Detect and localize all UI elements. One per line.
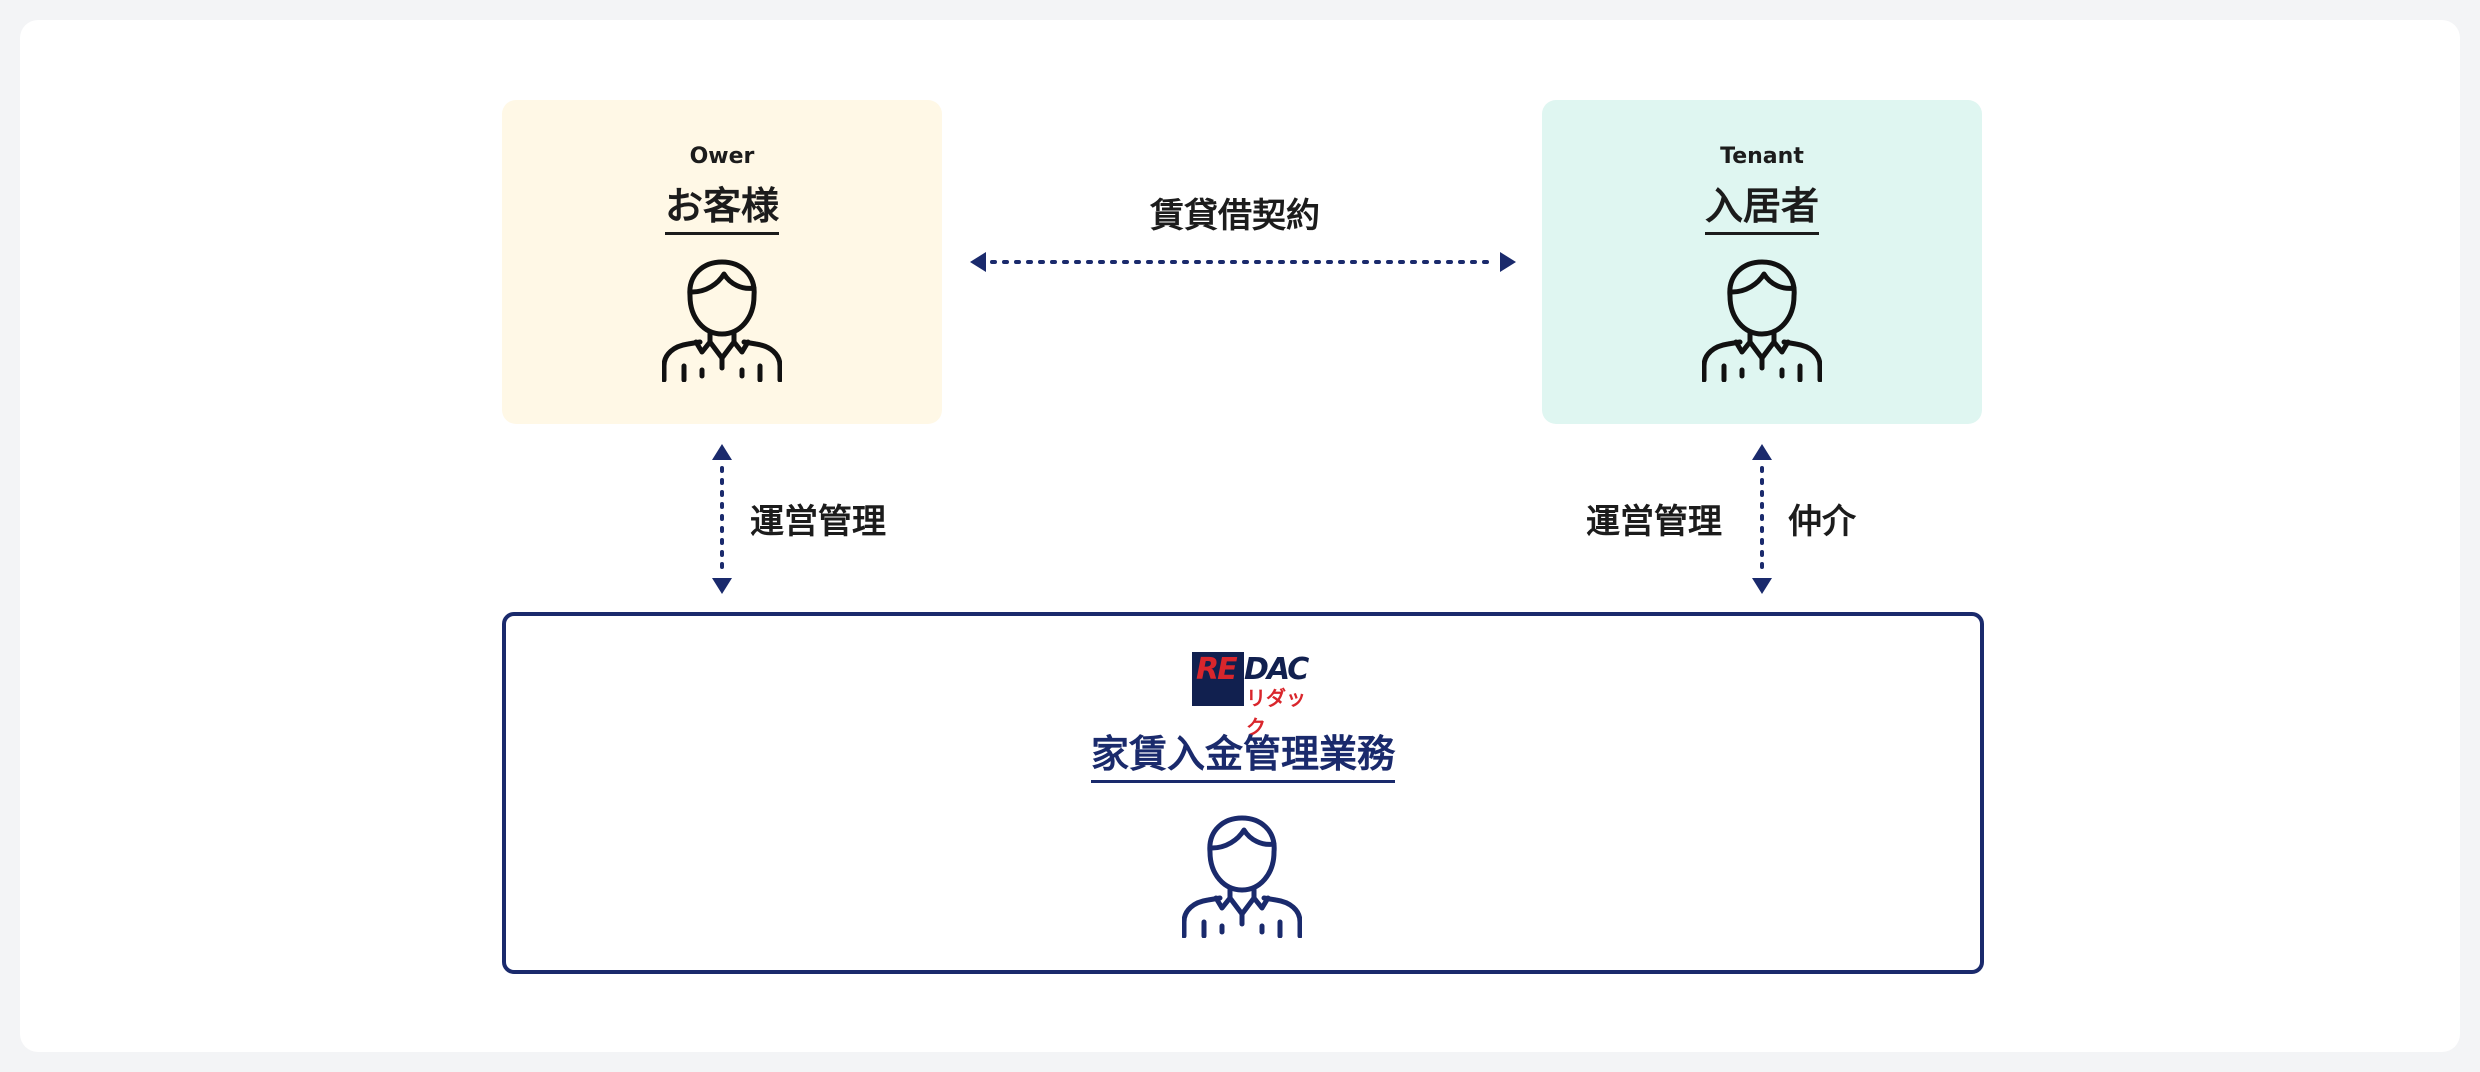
arrow-vertical-bidirectional (712, 444, 732, 594)
owner-management-label: 運営管理 (750, 502, 886, 542)
person-icon (662, 259, 782, 382)
brokerage-label: 仲介 (1788, 502, 1856, 542)
redac-logo: RE DAC リダック (1192, 652, 1316, 739)
arrow-vertical-bidirectional (1752, 444, 1772, 594)
service-title: 家賃入金管理業務 (1090, 732, 1395, 783)
lease-contract-label: 賃貸借契約 (1150, 196, 1320, 236)
logo-kana: リダック (1246, 686, 1306, 739)
tenant-box: Tenant 入居者 (1542, 100, 1982, 424)
tenant-management-label: 運営管理 (1586, 502, 1722, 542)
owner-label-ja: お客様 (664, 184, 779, 235)
logo-dac: DAC (1244, 652, 1309, 687)
arrow-horizontal-bidirectional (970, 252, 1516, 272)
tenant-label-ja: 入居者 (1704, 184, 1819, 235)
company-box: RE DAC リダック 家賃入金管理業務 (502, 612, 1984, 974)
person-icon (1182, 815, 1302, 938)
tenant-label-en: Tenant (1720, 144, 1804, 169)
owner-label-en: Ower (689, 144, 755, 169)
owner-box: Ower お客様 (502, 100, 942, 424)
logo-re: RE (1196, 652, 1238, 687)
person-icon (1702, 259, 1822, 382)
